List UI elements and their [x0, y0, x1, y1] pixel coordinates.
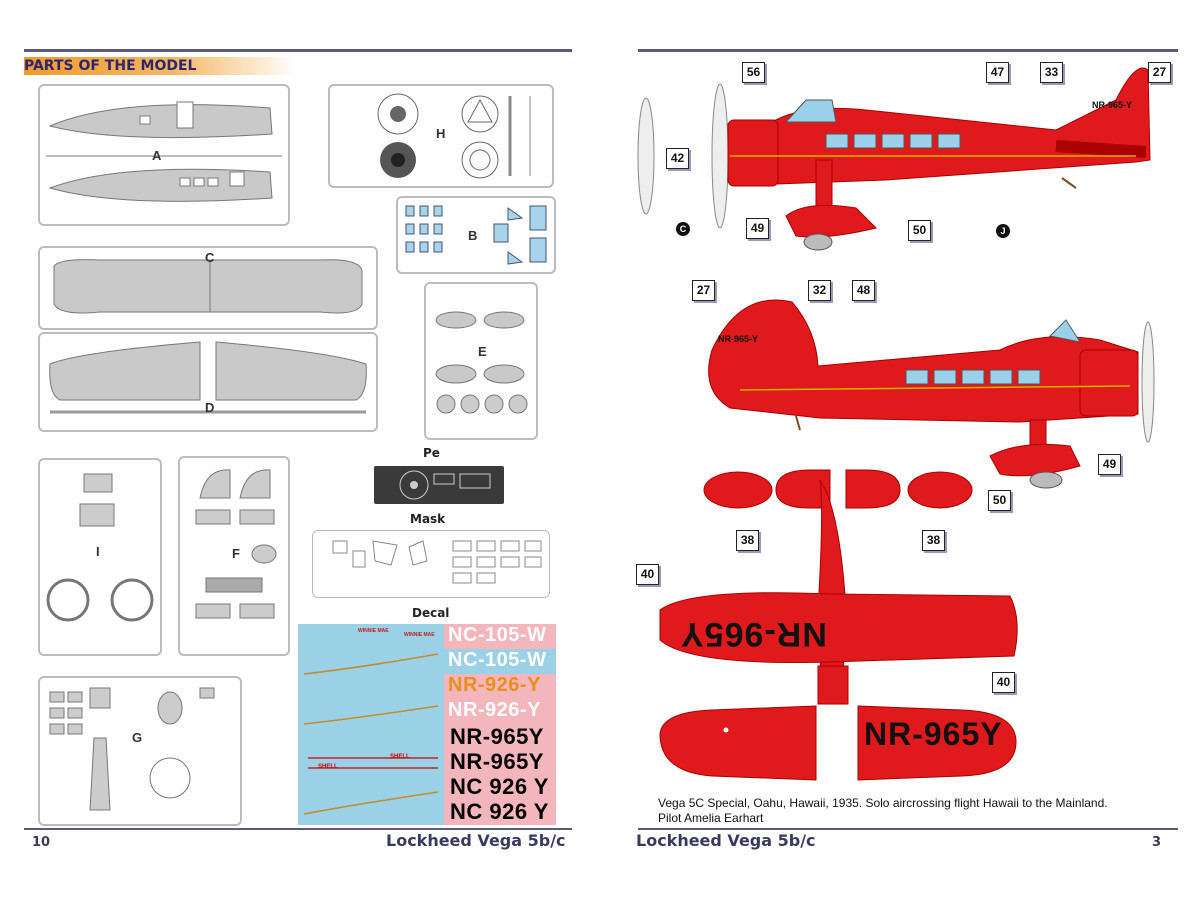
callout-49b: 49 [1098, 454, 1121, 475]
sprue-g: G [38, 676, 242, 826]
tail-reg-1: NR-965-Y [1092, 100, 1133, 110]
callout-56: 56 [742, 62, 765, 83]
caption-line-1: Vega 5C Special, Oahu, Hawaii, 1935. Sol… [658, 796, 1108, 810]
decal-reg-row-1 [444, 624, 556, 649]
callout-49a: 49 [746, 218, 769, 239]
decal-stripes [303, 653, 439, 815]
profile-right-side [708, 299, 1155, 489]
decal-reg-5: NR-965Y [450, 724, 544, 749]
decal-reg-1: NC-105-W [448, 624, 547, 646]
decal-reg-row-8 [444, 799, 556, 825]
profile-left-side [637, 67, 1151, 251]
sprue-d: D [38, 332, 378, 432]
sprue-c-parts [53, 259, 363, 314]
callout-50a: 50 [908, 220, 931, 241]
sprue-letter-g: G [132, 730, 143, 745]
decal-label: Decal [412, 606, 450, 620]
callout-42: 42 [666, 148, 689, 169]
sprue-h-parts [377, 93, 531, 179]
decal-reg-row-6 [444, 749, 556, 774]
decal-reg-row-5 [444, 724, 556, 749]
callout-47: 47 [986, 62, 1009, 83]
sprue-a: A [38, 84, 290, 226]
right-top-rule [638, 49, 1178, 52]
mask-sheet [312, 530, 550, 598]
sprue-e-parts [435, 311, 528, 414]
circle-marker-c: C [676, 222, 690, 236]
section-title: PARTS OF THE MODEL [24, 58, 197, 74]
decal-reg-row-2 [444, 649, 556, 674]
decal-reg-2: NC-105-W [448, 649, 547, 671]
sprue-letter-h: H [436, 126, 446, 141]
sprue-letter-b: B [468, 228, 478, 243]
decal-reg-7: NC 926 Y [450, 774, 549, 799]
decal-shell-1: SHELL [390, 754, 410, 760]
sprue-g-parts [49, 687, 215, 811]
left-footer-title: Lockheed Vega 5b/c [386, 831, 566, 850]
decal-shell-2: SHELL [318, 764, 338, 770]
callout-27a: 27 [1148, 62, 1171, 83]
decal-reg-row-4 [444, 699, 556, 724]
pe-label: Pe [423, 446, 440, 460]
decal-sheet: WINNIE MAE WINNIE MAE SHELL SHELL NC-105… [298, 624, 556, 825]
top-view-airframe [659, 479, 1018, 705]
callout-32: 32 [808, 280, 831, 301]
left-bottom-rule [24, 828, 572, 830]
sprue-letter-c: C [205, 250, 215, 265]
sprue-letter-f: F [232, 546, 240, 561]
sprue-b-parts [405, 205, 547, 265]
decal-reg-row-7 [444, 774, 556, 799]
right-page-number: 3 [1152, 835, 1162, 850]
right-bottom-rule [638, 828, 1178, 830]
circle-marker-j: J [996, 224, 1010, 238]
callout-38a: 38 [736, 530, 759, 551]
sprue-i: I [38, 458, 162, 656]
decal-reg-4: NR-926-Y [448, 699, 541, 721]
sprue-f-parts [195, 469, 277, 619]
left-page-number: 10 [32, 835, 51, 850]
callout-48: 48 [852, 280, 875, 301]
mask-parts [332, 540, 542, 584]
decal-reg-6: NR-965Y [450, 749, 544, 774]
sprue-d-parts [49, 341, 367, 414]
decal-reg-3: NR-926-Y [448, 674, 541, 696]
tailplane-top-view [703, 469, 973, 509]
sprue-letter-a: A [152, 148, 162, 163]
section-header: PARTS OF THE MODEL [24, 57, 296, 75]
sprue-letter-d: D [205, 400, 215, 415]
decal-reg-8: NC 926 Y [450, 799, 549, 824]
decal-reg-row-3 [444, 674, 556, 699]
sprue-c: C [38, 246, 378, 330]
wing-reg-upper: NR-965Y [680, 615, 827, 653]
sprue-f: F [178, 456, 290, 656]
sprue-h: H [328, 84, 554, 188]
left-top-rule [24, 49, 572, 52]
callout-38b: 38 [922, 530, 945, 551]
callout-40b: 40 [992, 672, 1015, 693]
caption-line-2: Pilot Amelia Earhart [658, 811, 764, 825]
profile-caption: Vega 5C Special, Oahu, Hawaii, 1935. Sol… [658, 796, 1178, 826]
sprue-b: B [396, 196, 556, 274]
callout-33: 33 [1040, 62, 1063, 83]
sprue-e: E [424, 282, 538, 440]
decal-winnie-mae-2: WINNIE MAE [404, 632, 435, 638]
lower-wing-view [659, 705, 1017, 781]
right-footer-title: Lockheed Vega 5b/c [636, 831, 816, 850]
callout-27b: 27 [692, 280, 715, 301]
callout-40a: 40 [636, 564, 659, 585]
sprue-a-parts [46, 101, 282, 202]
sprue-letter-i: I [96, 544, 100, 559]
callout-50b: 50 [988, 490, 1011, 511]
mask-label: Mask [410, 512, 446, 526]
wing-reg-lower: NR-965Y [864, 716, 1003, 752]
sprue-letter-e: E [478, 344, 487, 359]
decal-winnie-mae-1: WINNIE MAE [358, 628, 389, 634]
photo-etch-fret [374, 466, 504, 504]
tail-reg-2: NR-965-Y [718, 334, 759, 344]
photo-etch-parts [399, 470, 491, 500]
sprue-i-parts [46, 473, 154, 622]
